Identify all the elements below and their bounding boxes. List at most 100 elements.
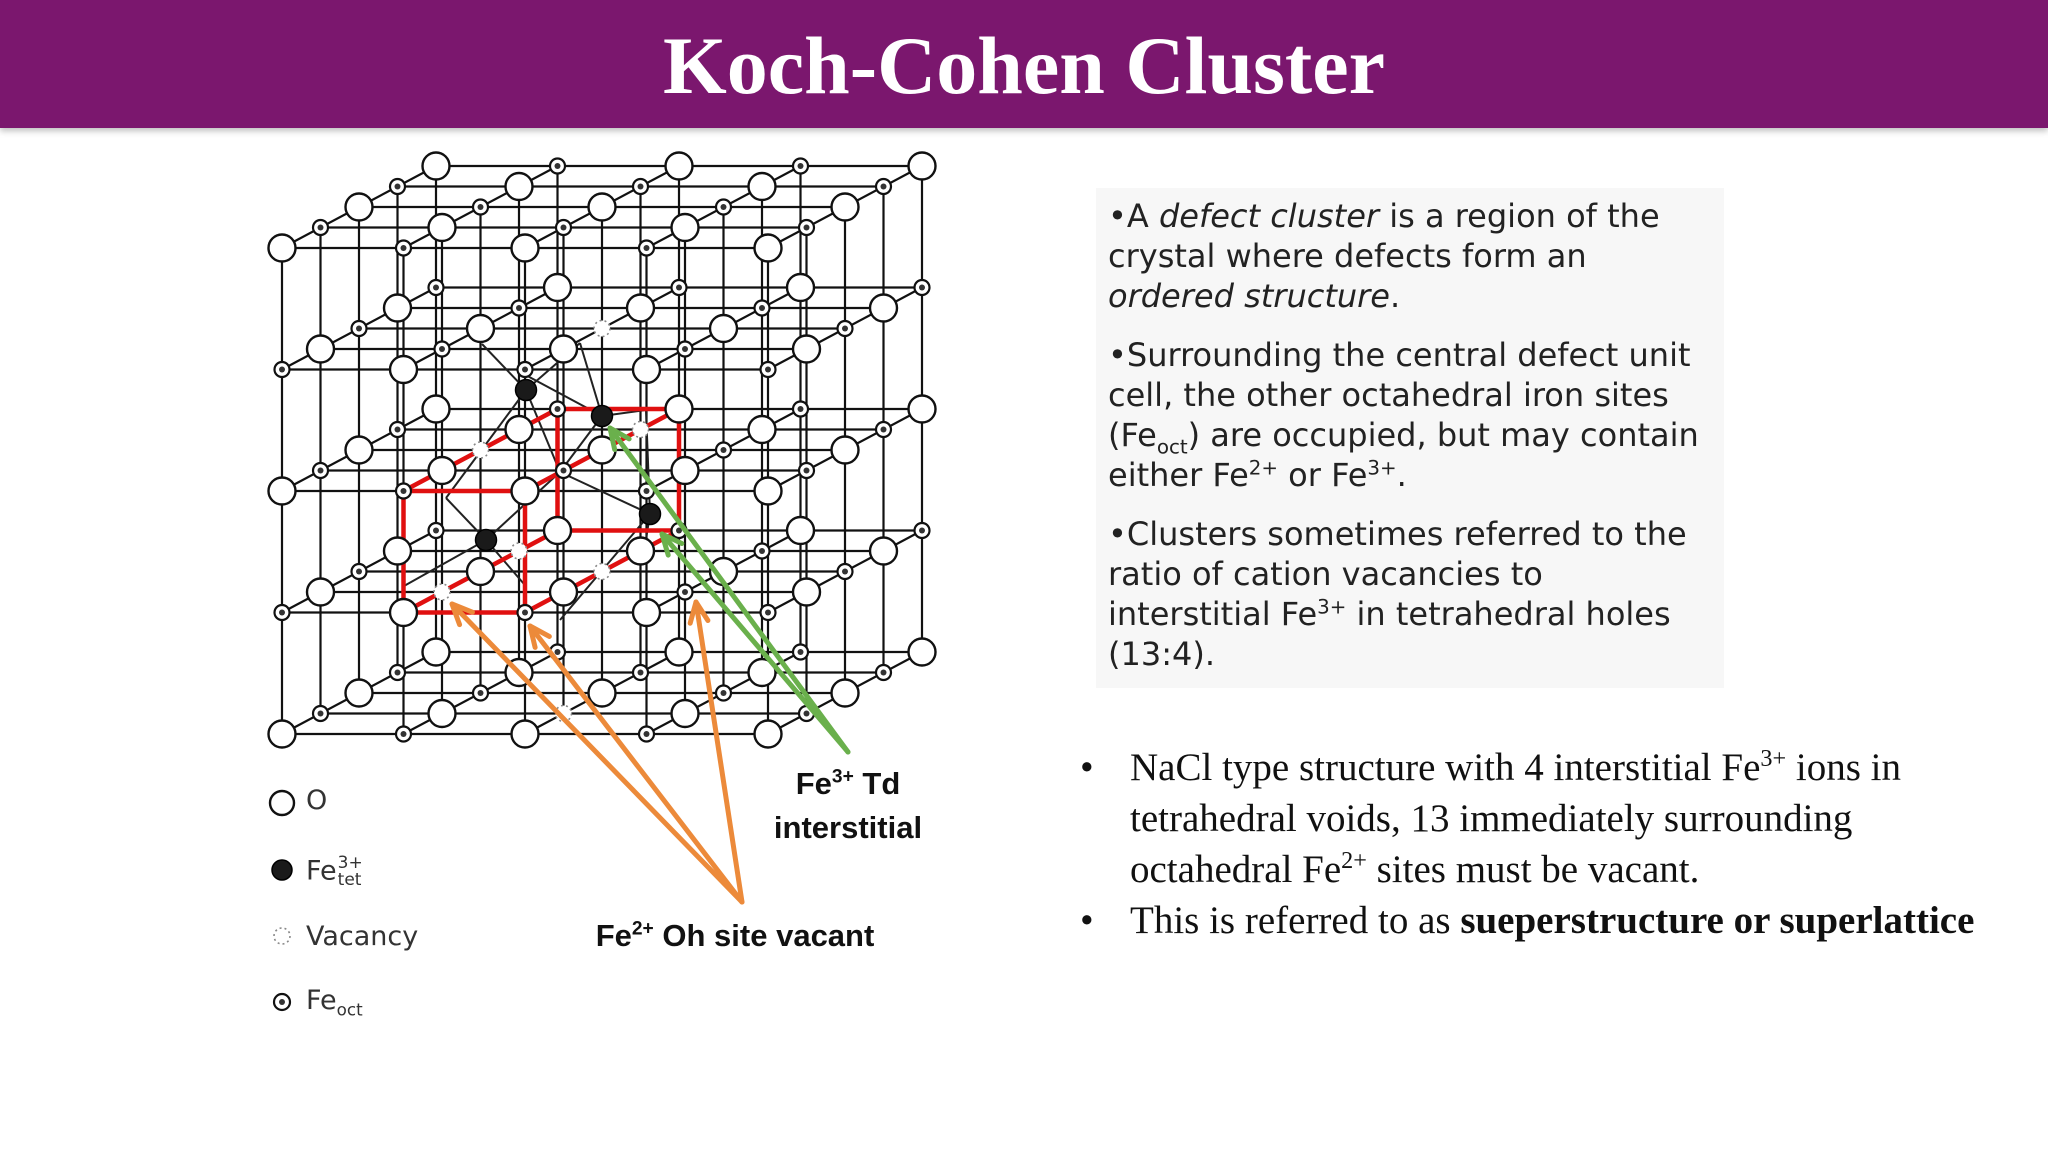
defect-point-1: •A defect cluster is a region of the cry…: [1108, 197, 1660, 315]
fe-oct-core: [433, 284, 439, 291]
oxygen-atom: [625, 536, 656, 566]
legend-oxygen-label: O: [306, 785, 328, 816]
fe-tet-atom: [514, 378, 538, 402]
oxygen-atom: [670, 212, 700, 243]
fe-oct-core: [797, 163, 804, 169]
oxygen-atom: [465, 313, 496, 344]
fe-oct-core: [554, 649, 561, 655]
fe-oct-core: [317, 710, 324, 717]
fe-oct-core: [720, 690, 727, 696]
oxygen-atom: [708, 313, 739, 344]
fe-oct-core: [554, 163, 561, 169]
vacancy-site: [593, 319, 611, 338]
oxygen-atom: [631, 597, 662, 628]
oxygen-atom: [388, 597, 419, 628]
legend-icons: [268, 789, 296, 1012]
fe-oct-core: [759, 548, 765, 554]
oxygen-atom: [542, 515, 573, 546]
fe-oct-core: [356, 568, 362, 575]
defect-point-2: •Surrounding the central defect unit cel…: [1108, 336, 1699, 494]
bullet-item-1: • NaCl type structure with 4 interstitia…: [1080, 742, 1980, 895]
fe-oct-core: [560, 467, 567, 474]
fe-oct-core: [682, 589, 688, 595]
oh-arrow-right-head: [687, 599, 711, 626]
oxygen-atom: [587, 192, 617, 222]
fe-oct-core: [880, 183, 887, 190]
oxygen-atom: [267, 476, 297, 506]
fe-oct-core: [803, 224, 810, 231]
oxygen-atom: [344, 192, 374, 222]
fe-oct-core: [637, 669, 644, 676]
oxygen-atom: [670, 698, 700, 729]
bullet-marker: •: [1080, 899, 1094, 942]
fe-tet-atom: [638, 502, 662, 526]
fe-oct-core: [919, 284, 925, 291]
vacancy-site: [510, 542, 528, 560]
oxygen-atom: [344, 435, 374, 465]
fe-oct-core: [317, 224, 324, 231]
oxygen-atom: [625, 293, 656, 323]
vacancy-site: [433, 583, 451, 601]
fe-oct-core: [643, 488, 650, 494]
legend-fe-oct-label: Feoct: [306, 985, 363, 1020]
oxygen-atom: [388, 354, 419, 385]
oxygen-atom: [504, 171, 534, 202]
tetrahedral-bond: [403, 539, 487, 587]
oxygen-atom: [427, 455, 457, 486]
fe-oct-core: [842, 325, 848, 332]
oxygen-atom: [267, 233, 297, 263]
fe-oct-core: [400, 731, 407, 737]
annotation-arrows: [449, 425, 851, 905]
td-arrow-lower-head: [659, 531, 685, 558]
oxygen-atom: [907, 394, 937, 424]
oh-arrow-right: [693, 599, 745, 905]
fe3-td-interstitial-label: Fe3+ Td interstitial: [773, 766, 923, 845]
fe-oct-core: [400, 245, 407, 251]
fe-oct-core: [522, 609, 528, 616]
td-arrow-upper: [607, 425, 851, 755]
oxygen-atom: [344, 678, 374, 708]
fe-oct-core: [803, 467, 810, 474]
oxygen-atom: [631, 354, 662, 385]
fe-oct-core: [676, 527, 682, 534]
fe-oct-core: [676, 284, 682, 291]
lattice-atoms: [267, 151, 937, 749]
legend-vacancy-label: Vacancy: [306, 921, 419, 952]
legend-fe-oct-core: [279, 999, 285, 1005]
title-bar: [0, 0, 2048, 128]
fe-oct-core: [516, 305, 522, 311]
fe-oct-core: [919, 527, 925, 534]
oxygen-atom: [267, 719, 297, 749]
vacancy-site: [631, 420, 650, 439]
oxygen-atom: [830, 435, 860, 465]
fe-oct-core: [394, 426, 401, 433]
oxygen-atom: [542, 272, 573, 303]
oxygen-atom: [548, 334, 579, 364]
oxygen-atom: [427, 212, 457, 243]
fe-oct-core: [317, 467, 324, 474]
fe-oct-core: [560, 224, 567, 231]
fe-oct-core: [439, 346, 445, 352]
fe-oct-core: [643, 245, 650, 251]
oh-arrow-left-head: [449, 601, 475, 628]
legend-vacancy-icon: [273, 927, 291, 945]
bullet-item-2: • This is referred to as sueperstructure…: [1080, 895, 1980, 946]
oxygen-atom: [785, 272, 816, 303]
legend-fe-tet-icon: [271, 859, 293, 881]
oxygen-atom: [382, 536, 413, 566]
oxygen-atom: [421, 394, 451, 424]
oxygen-atom: [427, 698, 457, 729]
fe-oct-core: [356, 325, 362, 332]
defect-unit-cell-outline: [401, 406, 682, 615]
defect-cluster-text: •A defect cluster is a region of the cry…: [1108, 196, 1708, 693]
fe-oct-core: [637, 183, 644, 190]
fe-oct-core: [477, 690, 484, 696]
oxygen-atom: [753, 476, 783, 506]
oxygen-atom: [504, 414, 534, 445]
oxygen-atom: [382, 293, 413, 323]
oxygen-atom: [791, 334, 822, 364]
tetrahedral-bond: [559, 471, 651, 515]
fe-oct-core: [880, 426, 887, 433]
